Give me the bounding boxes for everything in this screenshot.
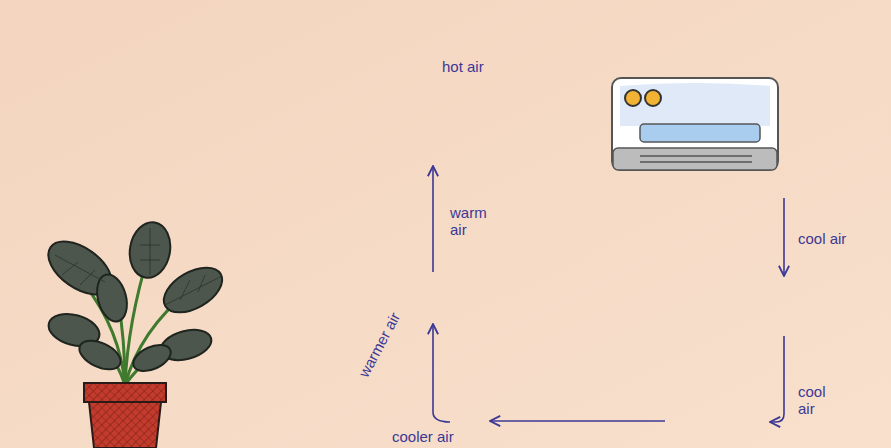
potted-plant [39,219,230,448]
flow-label: cool air [798,230,846,247]
airflow-arrows [433,166,784,422]
flow-arrow [490,420,665,422]
flow-arrow [432,166,434,272]
flow-arrow [783,198,785,276]
flow-label: hot air [442,58,484,75]
flow-label: cool air [798,383,838,418]
air-conditioner [612,78,778,170]
flow-label: cooler air [392,428,454,445]
flow-arrow [433,324,450,422]
flow-label: warm air [450,204,498,239]
flow-arrow [770,336,784,422]
